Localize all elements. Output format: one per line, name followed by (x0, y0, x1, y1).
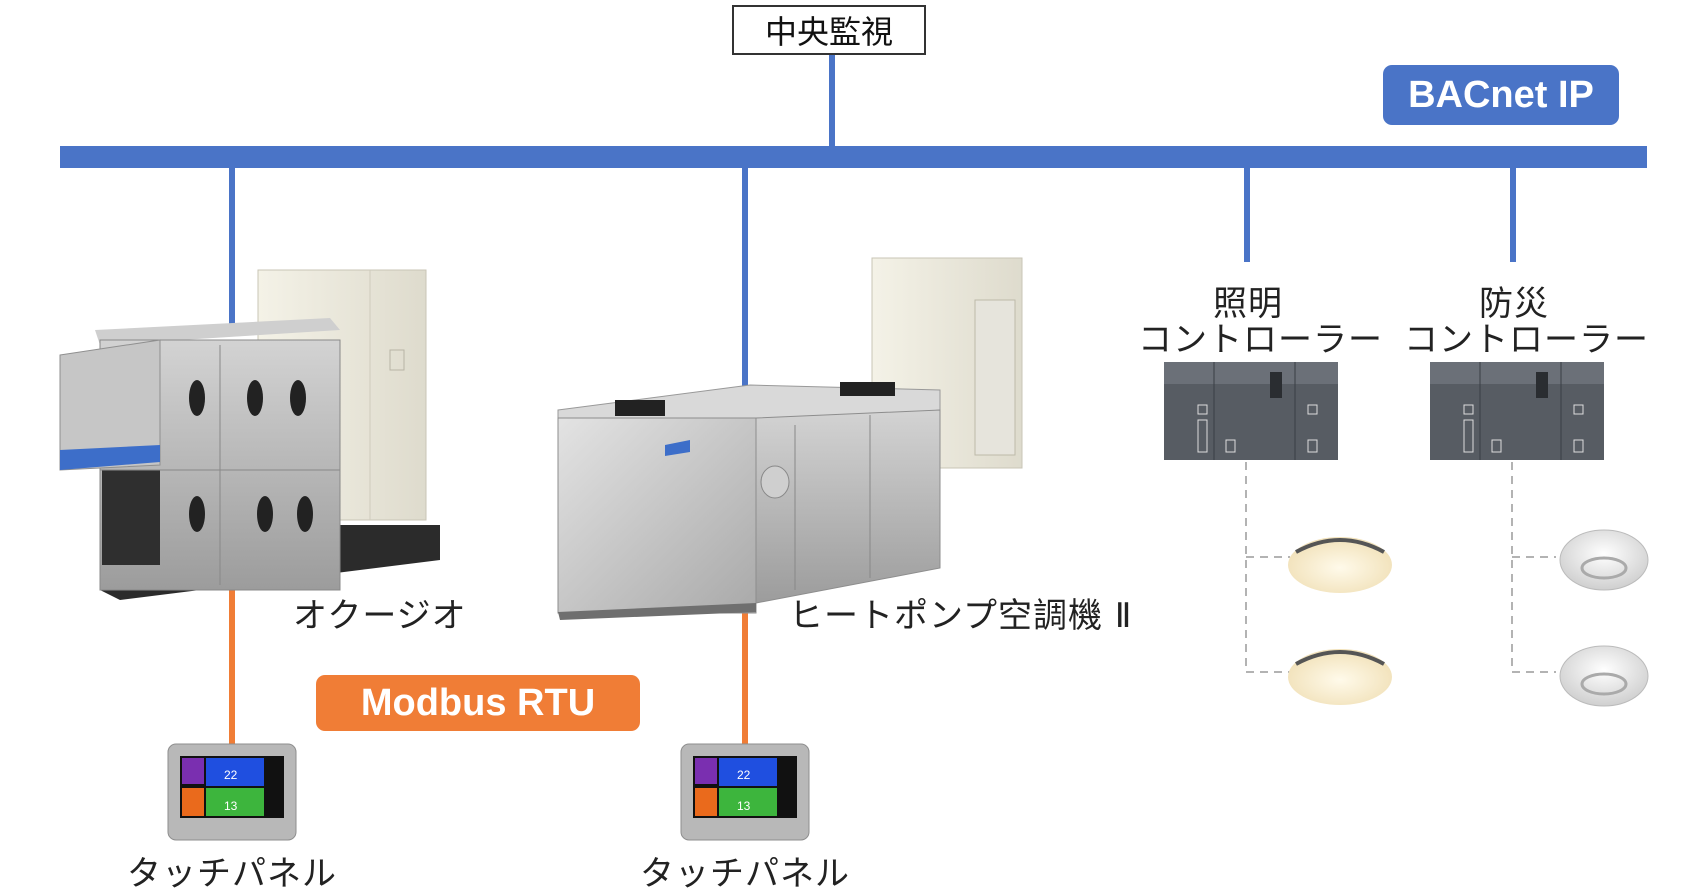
panel-temp: 22 (737, 768, 751, 782)
disaster-controller-label-line1: 防災 (1479, 284, 1549, 324)
disaster-controller-image (1430, 362, 1604, 460)
bacnet-badge: BACnet IP (1383, 65, 1619, 125)
heatpump-label: ヒートポンプ空調機 Ⅱ (789, 596, 1133, 636)
touch-panel-1-label: タッチパネル (127, 854, 337, 894)
bacnet-bus (60, 55, 1647, 388)
bus-line (60, 146, 1647, 168)
drop-central (829, 55, 835, 148)
drop-okujio (229, 166, 235, 328)
drop-disaster (1510, 166, 1516, 262)
touch-panel-2-label: タッチパネル (640, 854, 850, 894)
lighting-controller-image (1164, 362, 1338, 460)
smoke-detector-icon (1559, 529, 1649, 707)
lighting-controller-label-line1: 照明 (1213, 284, 1283, 324)
modbus-lines (229, 582, 748, 747)
ceiling-light-icon (1288, 537, 1392, 705)
panel-value: 13 (224, 799, 238, 813)
modbus-line-1 (229, 585, 235, 747)
touch-panel-2-image: 22 13 (680, 743, 810, 841)
disaster-controller-label-line2: コントローラー (1404, 320, 1649, 360)
heatpump-unit-image (557, 257, 1023, 620)
lighting-controller-label-line2: コントローラー (1138, 320, 1383, 360)
modbus-line-2 (742, 582, 748, 747)
drop-lighting (1244, 166, 1250, 262)
drop-heatpump (742, 166, 748, 388)
touch-panel-1-image: 22 13 (167, 743, 297, 841)
panel-value: 13 (737, 799, 751, 813)
okujio-unit-image (59, 269, 440, 600)
panel-temp: 22 (224, 768, 238, 782)
central-monitor-box: 中央監視 (732, 5, 926, 55)
okujio-label: オクージオ (293, 596, 467, 636)
dashed-connectors (1245, 462, 1556, 673)
modbus-badge: Modbus RTU (316, 675, 640, 731)
